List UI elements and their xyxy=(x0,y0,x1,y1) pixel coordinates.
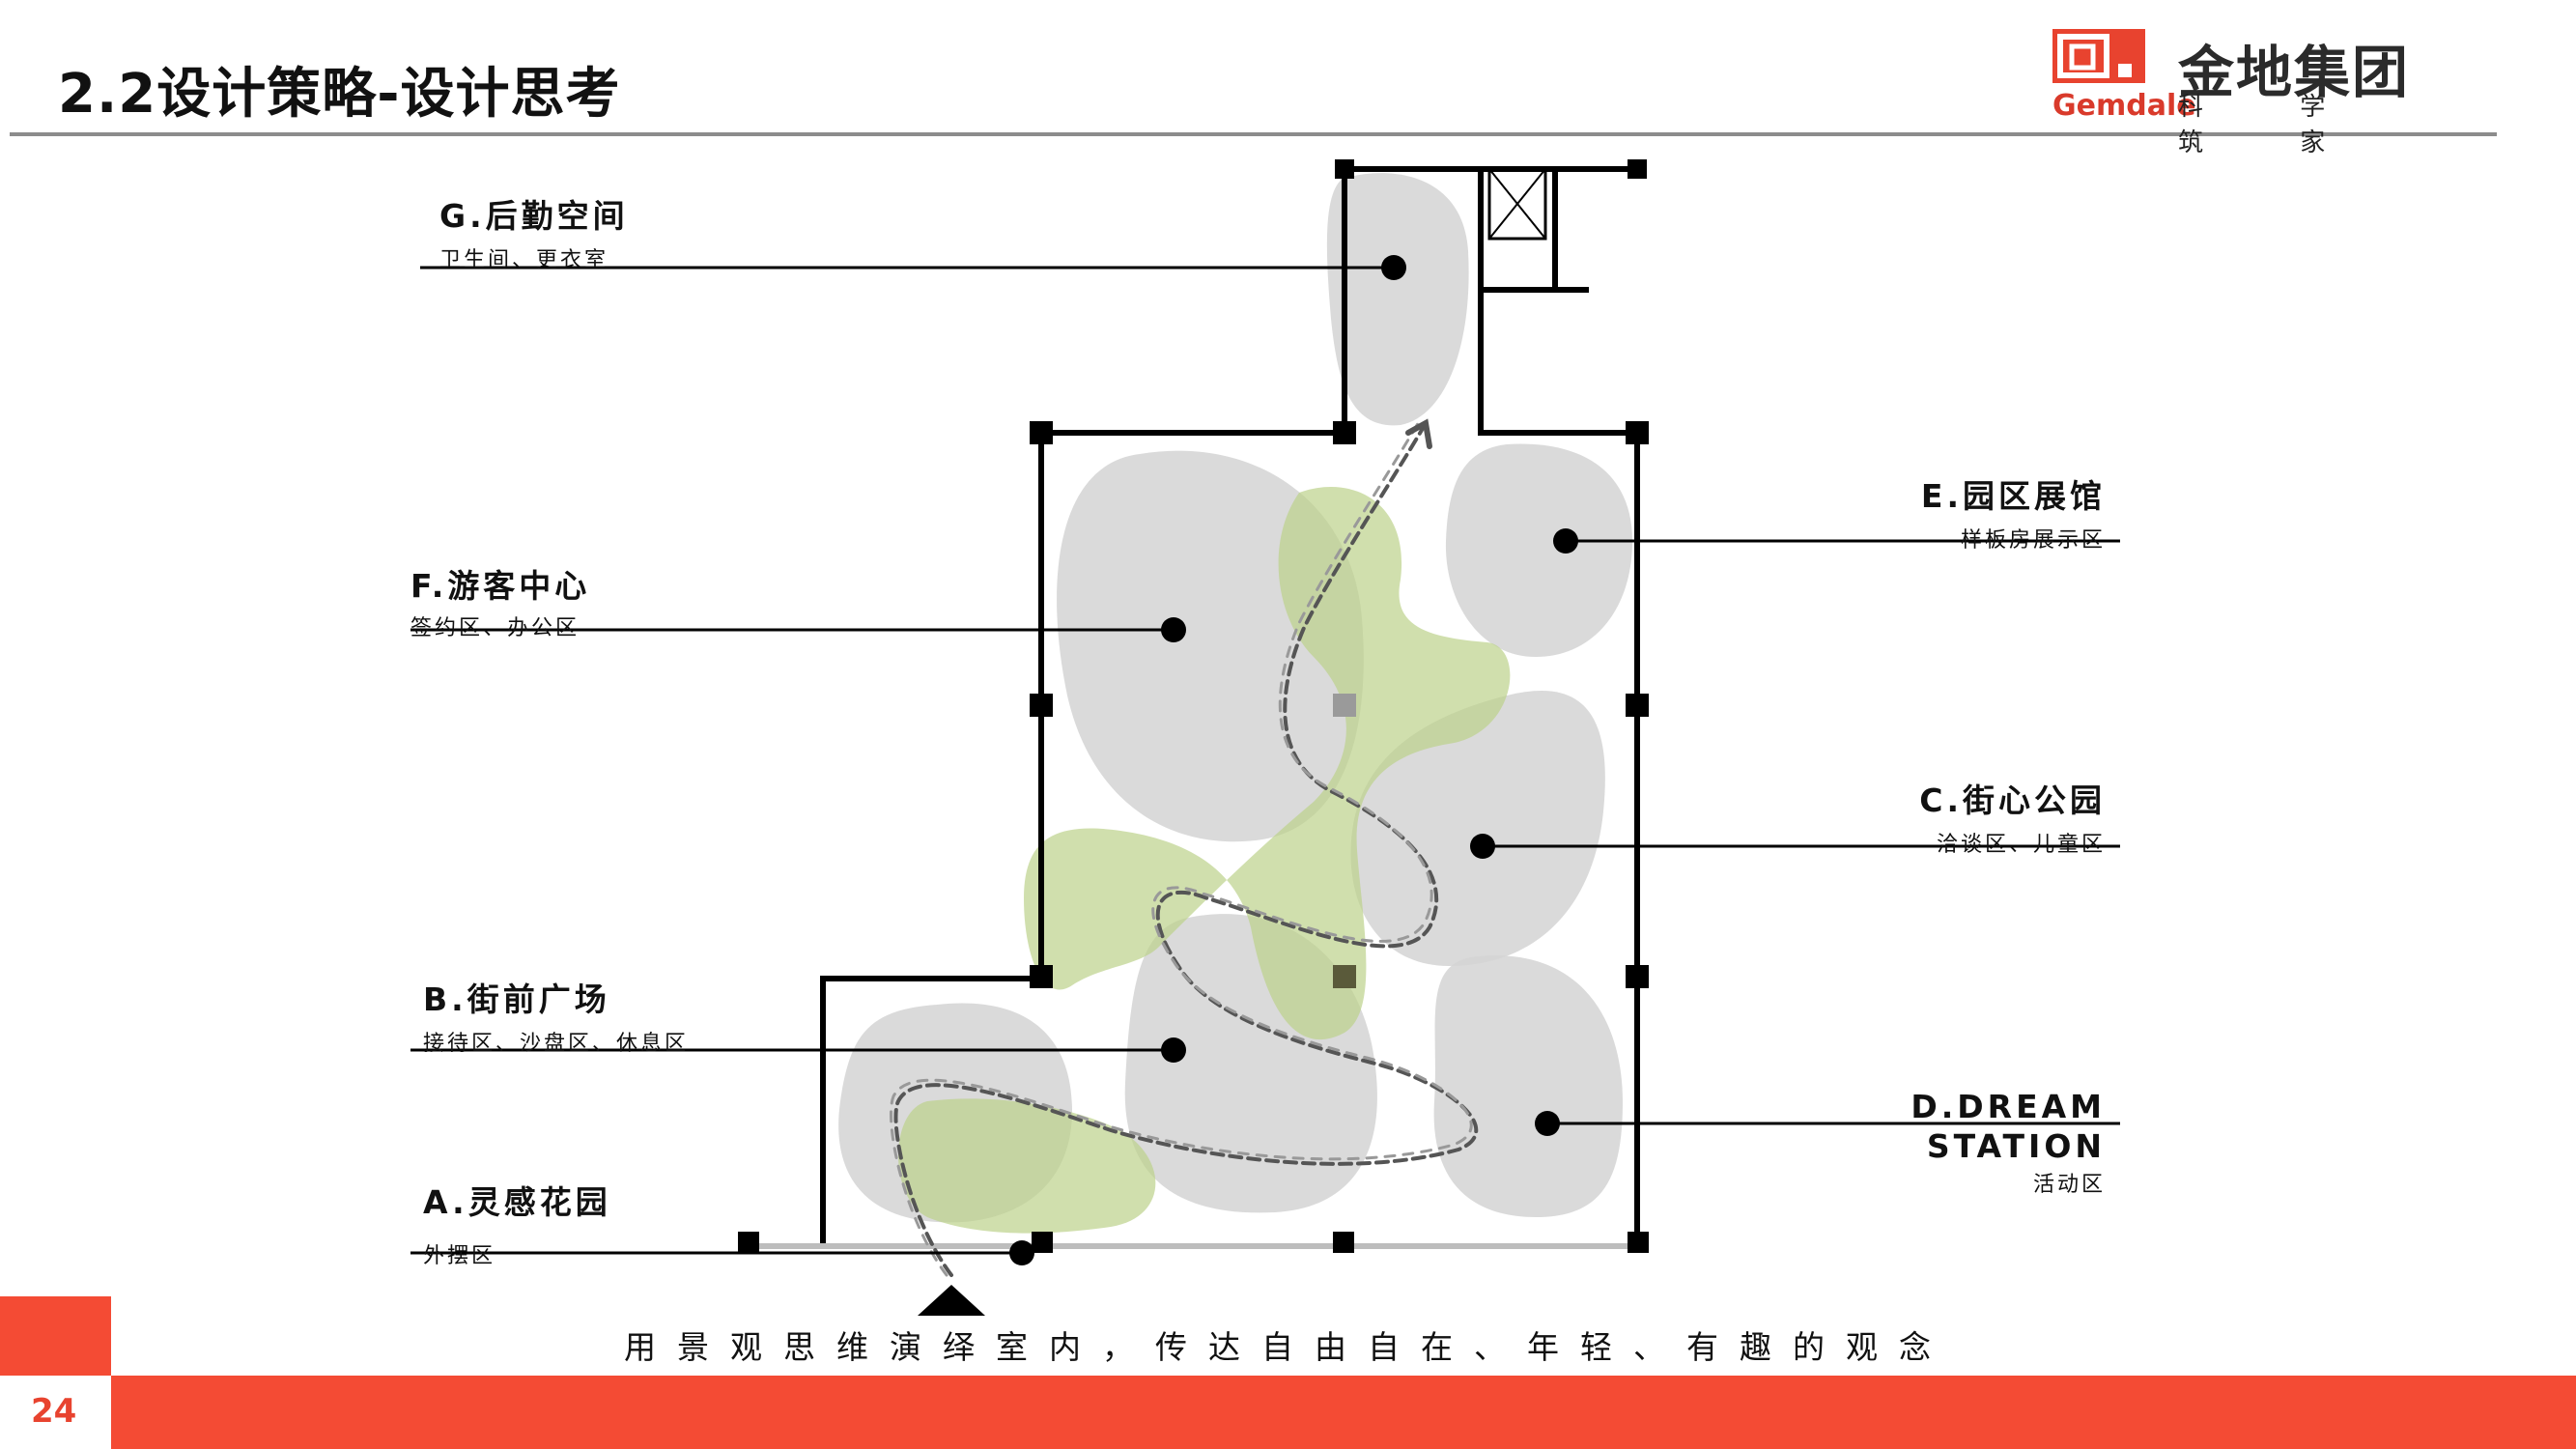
green-blob-lower xyxy=(898,1098,1156,1234)
page-title: 2.2设计策略-设计思考 xyxy=(58,63,621,126)
logo-slogan: 科 学 筑 家 xyxy=(2178,93,2370,157)
column-faded xyxy=(1333,965,1356,988)
blob-d xyxy=(1433,955,1623,1217)
zone-b-label: B.街前广场 接待区、沙盘区、休息区 xyxy=(423,974,689,1057)
column xyxy=(1333,421,1356,444)
zone-c-subtitle: 洽谈区、儿童区 xyxy=(1936,833,2106,857)
logo-name-en: Gemdale xyxy=(2052,89,2196,123)
column xyxy=(1626,965,1649,988)
columns xyxy=(738,159,1649,1253)
column xyxy=(1626,694,1649,717)
green-blob-upper xyxy=(1024,487,1511,1040)
footer-accent-block xyxy=(0,1296,111,1376)
marker-d xyxy=(1535,1111,1560,1136)
column xyxy=(1032,1232,1053,1253)
green-path-blobs xyxy=(898,487,1511,1234)
column xyxy=(1628,159,1647,179)
zone-f-title: F.游客中心 xyxy=(410,567,591,605)
zone-d-label: D.DREAM STATION 活动区 xyxy=(1777,1088,2106,1198)
zone-d-title-line1: D.DREAM xyxy=(1911,1088,2106,1125)
column xyxy=(1030,965,1053,988)
page-number: 24 xyxy=(31,1392,77,1431)
zone-b-subtitle: 接待区、沙盘区、休息区 xyxy=(423,1032,690,1056)
zone-g-title: G.后勤空间 xyxy=(439,197,629,235)
marker-g xyxy=(1381,255,1406,280)
column-faded xyxy=(1333,694,1356,717)
zone-blobs xyxy=(838,173,1632,1223)
zone-e-subtitle: 样板房展示区 xyxy=(1960,528,2106,553)
elevator-icon xyxy=(1487,167,1547,241)
zone-f-label: F.游客中心 签约区、办公区 xyxy=(410,560,590,641)
column xyxy=(1335,159,1354,179)
zone-f-subtitle: 签约区、办公区 xyxy=(410,616,580,640)
footer-bar xyxy=(111,1376,2576,1449)
marker-f xyxy=(1161,617,1186,642)
zone-e-title: E.园区展馆 xyxy=(1920,477,2106,515)
company-logo: 金地集团 Gemdale 科 学 筑 家 xyxy=(2052,27,2468,157)
blob-c xyxy=(1350,691,1605,966)
zone-a-label: A.灵感花园 外摆区 xyxy=(423,1177,611,1269)
elevator-cross-b xyxy=(1488,168,1546,240)
zone-markers xyxy=(1009,255,1578,1265)
zone-e-label: E.园区展馆 样板房展示区 xyxy=(1777,470,2106,554)
column xyxy=(738,1232,759,1253)
zone-a-title: A.灵感花园 xyxy=(423,1183,611,1221)
column xyxy=(1628,1232,1649,1253)
circulation-path xyxy=(890,418,1479,1277)
wall-annex-right xyxy=(1478,169,1637,436)
header-divider xyxy=(10,132,2497,136)
zone-g-label: G.后勤空间 卫生间、更衣室 xyxy=(439,190,629,273)
column xyxy=(1030,421,1053,444)
blob-e xyxy=(1445,443,1632,657)
entrance-arrow-icon xyxy=(918,1285,985,1316)
marker-c xyxy=(1470,834,1495,859)
zone-c-title: C.街心公园 xyxy=(1919,781,2106,819)
zone-d-title-line2: STATION xyxy=(1926,1127,2106,1165)
column xyxy=(1626,421,1649,444)
logo-name-cn: 金地集团 xyxy=(2178,40,2411,105)
zone-d-subtitle: 活动区 xyxy=(2032,1173,2106,1197)
blob-g xyxy=(1326,173,1469,426)
column xyxy=(1030,694,1053,717)
zone-c-label: C.街心公园 洽谈区、儿童区 xyxy=(1777,775,2106,858)
zone-b-title: B.街前广场 xyxy=(423,980,610,1018)
zone-g-subtitle: 卫生间、更衣室 xyxy=(439,248,609,272)
zone-a-subtitle: 外摆区 xyxy=(423,1244,496,1268)
marker-e xyxy=(1553,528,1578,554)
logo-mark-icon xyxy=(2052,29,2145,83)
wall-elevator xyxy=(1478,246,1589,293)
marker-b xyxy=(1161,1037,1186,1063)
diagram-caption: 用景观思维演绎室内，传达自由自在、年轻、有趣的观念 xyxy=(624,1328,1952,1366)
column xyxy=(1333,1232,1354,1253)
marker-a xyxy=(1009,1240,1034,1265)
leader-lines xyxy=(410,266,2120,1255)
